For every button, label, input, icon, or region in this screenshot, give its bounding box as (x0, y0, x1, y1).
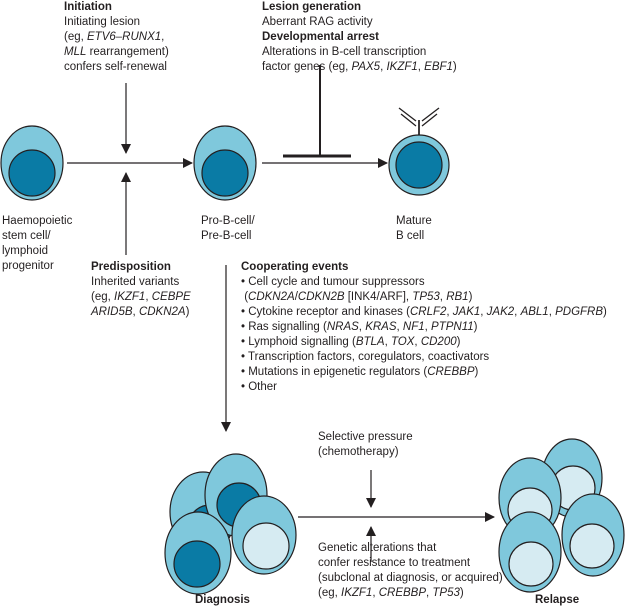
cooperating-item: • Ras signalling (NRAS, KRAS, NF1, PTPN1… (241, 321, 478, 333)
mature-b-cell (388, 107, 450, 196)
genetic-line: (eg, IKZF1, CREBBP, TP53) (318, 587, 464, 599)
predisposition-block: Predisposition Inherited variants (eg, I… (91, 260, 191, 320)
mature-b-cell-label: Mature B cell (396, 214, 432, 244)
selective-pressure-label: Selective pressure (chemotherapy) (318, 430, 413, 460)
lesion-title: Lesion generation (262, 1, 362, 13)
selective-line: Selective pressure (318, 431, 413, 443)
arrest-line: Alterations in B-cell transcription (262, 46, 427, 58)
lesion-line: Aberrant RAG activity (262, 16, 373, 28)
cooperating-title: Cooperating events (241, 261, 349, 273)
genetic-line: (subclonal at diagnosis, or acquired) (318, 572, 503, 584)
stem-label-line: progenitor (2, 260, 54, 272)
stem-label-line: lymphoid (2, 245, 49, 257)
relapse-cell-cluster (498, 438, 625, 593)
cooperating-item: • Transcription factors, coregulators, c… (241, 351, 490, 363)
mature-label-line: B cell (396, 230, 425, 242)
prob-label-line: Pre-B-cell (201, 230, 252, 242)
mature-label-line: Mature (396, 215, 432, 227)
cooperating-item: • Other (241, 381, 277, 393)
diagnosis-cell-cluster (164, 453, 297, 595)
prob-label-line: Pro-B-cell/ (201, 215, 255, 227)
lesion-block: Lesion generation Aberrant RAG activity … (262, 0, 457, 75)
cooperating-item: • Cytokine receptor and kinases (CRLF2, … (241, 306, 607, 318)
stem-cell-label: Haemopoietic stem cell/ lymphoid progeni… (2, 214, 72, 274)
predisposition-line: ARID5B, CDKN2A) (91, 306, 190, 318)
cooperating-item: • Cell cycle and tumour suppressors (241, 276, 425, 288)
pro-b-cell (193, 125, 257, 201)
genetic-line: confer resistance to treatment (318, 557, 471, 569)
cooperating-item: (CDKN2A/CDKN2B [INK4/ARF], TP53, RB1) (241, 291, 473, 303)
genetic-line: Genetic alterations that (318, 542, 437, 554)
stem-cell (0, 125, 64, 201)
relapse-label: Relapse (535, 594, 580, 606)
initiation-line: MLL rearrangement) (64, 46, 169, 58)
arrest-line: factor genes (eg, PAX5, IKZF1, EBF1) (262, 61, 457, 73)
initiation-line: (eg, ETV6–RUNX1, (64, 31, 165, 43)
initiation-line: confers self-renewal (64, 61, 167, 73)
selective-line: (chemotherapy) (318, 446, 399, 458)
inhibition-bar (283, 65, 351, 158)
diagnosis-label: Diagnosis (195, 594, 250, 606)
initiation-title: Initiation (64, 1, 112, 13)
cooperating-item: • Mutations in epigenetic regulators (CR… (241, 366, 479, 378)
cooperating-events-block: Cooperating events • Cell cycle and tumo… (241, 260, 607, 395)
pro-b-cell-label: Pro-B-cell/ Pre-B-cell (201, 214, 255, 244)
genetic-alterations-block: Genetic alterations that confer resistan… (318, 541, 503, 601)
predisposition-line: Inherited variants (91, 276, 180, 288)
arrest-title: Developmental arrest (262, 31, 379, 43)
cooperating-item: • Lymphoid signalling (BTLA, TOX, CD200) (241, 336, 461, 348)
initiation-line: Initiating lesion (64, 16, 141, 28)
initiation-block: Initiation Initiating lesion (eg, ETV6–R… (64, 0, 169, 75)
stem-label-line: stem cell/ (2, 230, 51, 242)
predisposition-title: Predisposition (91, 261, 171, 273)
predisposition-line: (eg, IKZF1, CEBPE (91, 291, 191, 303)
stem-label-line: Haemopoietic (2, 215, 73, 227)
